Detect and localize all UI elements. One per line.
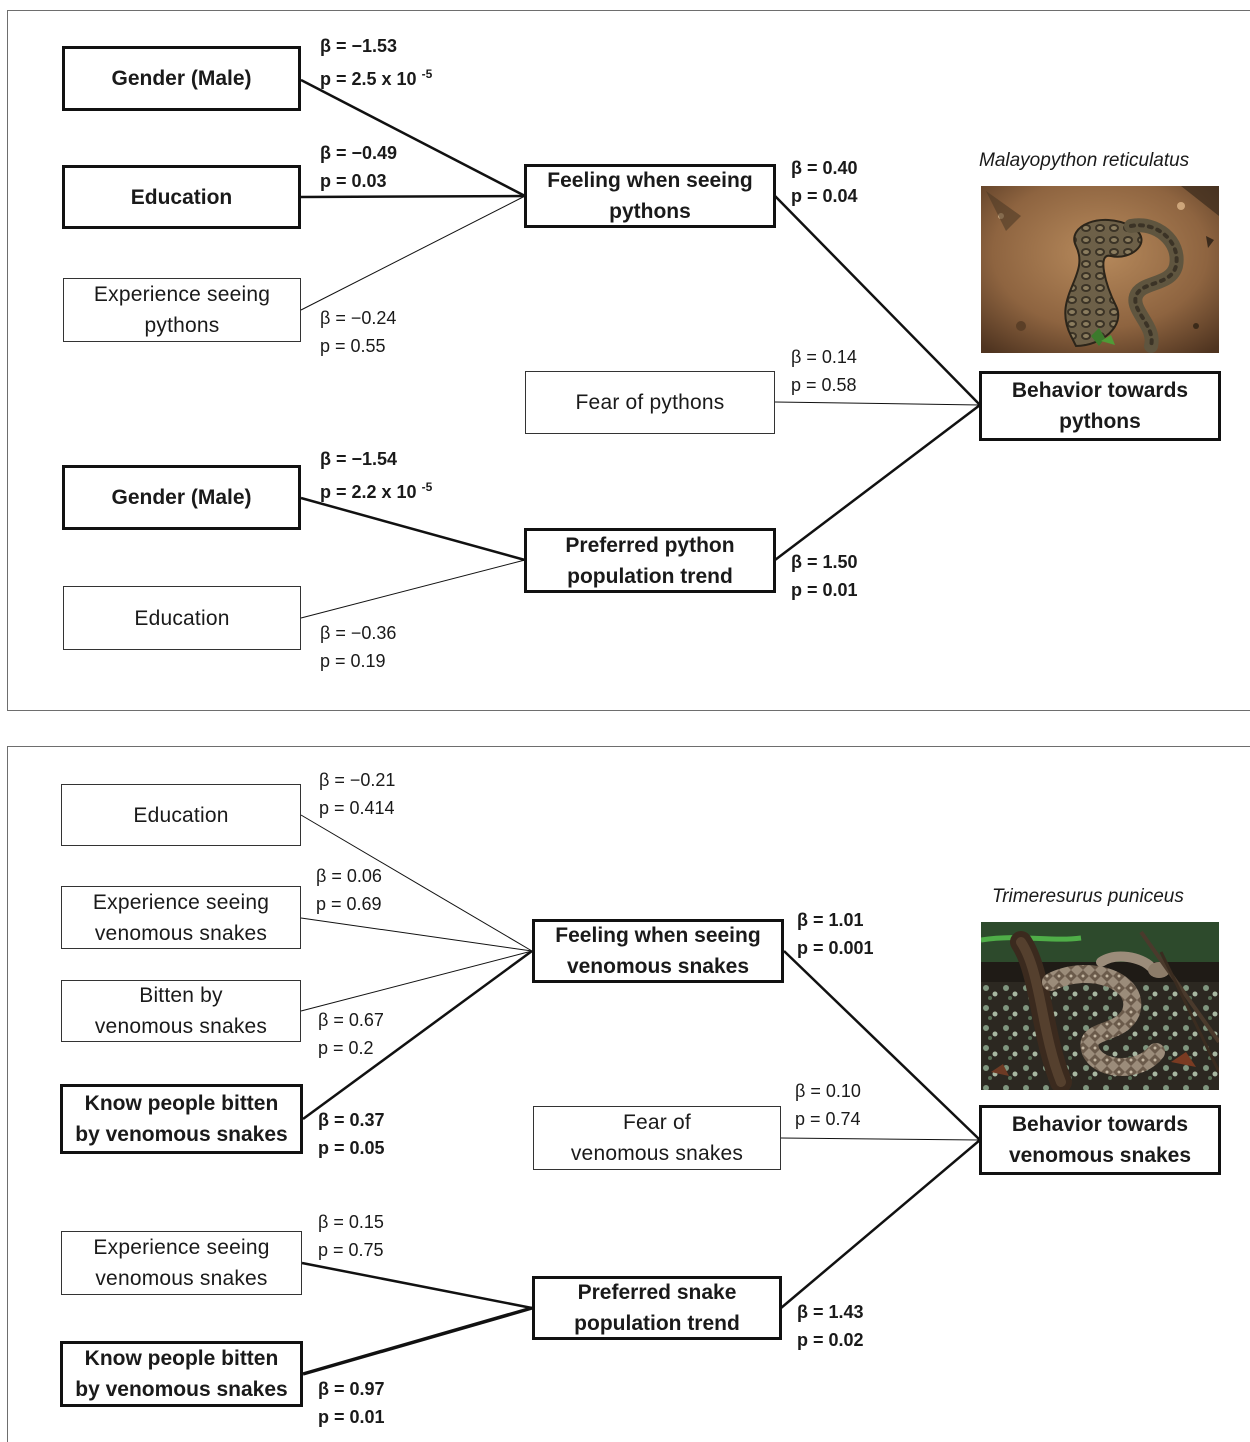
stat-fear: β = 0.14 p = 0.58: [791, 347, 857, 395]
stat-trend: β = 1.50 p = 0.01: [791, 552, 858, 600]
python-photo: [981, 186, 1219, 353]
species-name-python: Malayopython reticulatus: [979, 150, 1190, 171]
path-know2-to-trend: [302, 1306, 533, 1376]
path-trend-to-behavior-venomous: [780, 1139, 981, 1309]
experience-seeing-venomous-snakes-node: Experience seeing venomous snakes: [61, 886, 301, 949]
path-education1-to-feeling: [300, 194, 526, 199]
stat-gender-male-2-beta: β = −1.54: [320, 449, 398, 469]
experience-seeing-venomous-snakes-node-2: Experience seeing venomous snakes: [61, 1231, 302, 1295]
feeling-when-seeing-pythons-node: Feeling when seeing pythons: [524, 164, 776, 228]
stat-feeling-venomous: β = 1.01 p = 0.001: [797, 910, 874, 958]
stat-fear-venomous: β = 0.10 p = 0.74: [795, 1081, 861, 1129]
path-experience2-to-trend: [301, 1261, 533, 1310]
know-people-bitten-node: Know people bitten by venomous snakes: [60, 1084, 303, 1154]
bitten-by-venomous-snakes-node: Bitten by venomous snakes: [61, 980, 301, 1042]
python-photo-image: [981, 186, 1219, 353]
stat-gender-male: β = −1.53 p = 2.5 x 10 -5: [320, 32, 432, 93]
stat-education: β = −0.49 p = 0.03: [320, 143, 398, 191]
know-people-bitten-node-2: Know people bitten by venomous snakes: [60, 1341, 303, 1407]
stat-bitten: β = 0.67 p = 0.2: [318, 1010, 384, 1058]
path-know1-to-feeling: [302, 949, 533, 1121]
path-experience-to-feeling: [300, 195, 526, 311]
education-node-2: Education: [63, 586, 301, 650]
preferred-python-population-trend-node: Preferred python population trend: [524, 528, 776, 593]
path-fear-to-behavior: [774, 401, 981, 406]
path-gender1-to-feeling: [300, 78, 526, 198]
stat-gender-male-p-exponent: -5: [421, 67, 433, 81]
gender-male-node: Gender (Male): [62, 46, 301, 111]
venomous-snake-photo-image: [981, 922, 1219, 1090]
path-feeling-to-behavior: [774, 195, 981, 406]
stat-experience-venomous: β = 0.06 p = 0.69: [316, 866, 382, 914]
education-node: Education: [62, 165, 301, 229]
fear-of-pythons-node: Fear of pythons: [525, 371, 775, 434]
feeling-when-seeing-venomous-snakes-node: Feeling when seeing venomous snakes: [532, 919, 784, 983]
stat-know-people-bitten: β = 0.37 p = 0.05: [318, 1110, 385, 1158]
fear-of-venomous-snakes-node: Fear of venomous snakes: [533, 1106, 781, 1170]
stat-know-people-bitten-2: β = 0.97 p = 0.01: [318, 1379, 385, 1427]
behavior-towards-venomous-snakes-node: Behavior towards venomous snakes: [979, 1105, 1221, 1175]
stat-trend-venomous: β = 1.43 p = 0.02: [797, 1302, 864, 1350]
experience-seeing-pythons-node: Experience seeing pythons: [63, 278, 301, 342]
stat-gender-male-2-p: p = 2.2 x 10: [320, 482, 417, 502]
path-education2-to-trend: [300, 559, 526, 619]
stat-feeling: β = 0.40 p = 0.04: [791, 158, 858, 206]
stat-education-venomous: β = −0.21 p = 0.414: [319, 770, 396, 818]
gender-male-node-2: Gender (Male): [62, 465, 301, 530]
path-bitten-to-feeling: [300, 950, 533, 1012]
stat-experience-venomous-2: β = 0.15 p = 0.75: [318, 1212, 384, 1260]
education-node-venomous: Education: [61, 784, 301, 846]
stat-gender-male-beta: β = −1.53: [320, 36, 398, 56]
path-fear-to-behavior-venomous: [780, 1137, 981, 1141]
path-feeling-to-behavior-venomous: [783, 950, 981, 1141]
stat-gender-male-2: β = −1.54 p = 2.2 x 10 -5: [320, 445, 432, 506]
path-trend-to-behavior: [774, 404, 981, 561]
stat-education-2: β = −0.36 p = 0.19: [320, 623, 397, 671]
species-name-venomous: Trimeresurus puniceus: [992, 886, 1184, 907]
path-education-to-feeling: [300, 814, 533, 952]
path-experience1-to-feeling: [300, 917, 533, 952]
stat-gender-male-p: p = 2.5 x 10: [320, 69, 417, 89]
stat-experience: β = −0.24 p = 0.55: [320, 308, 397, 356]
preferred-snake-population-trend-node: Preferred snake population trend: [532, 1276, 782, 1340]
behavior-towards-pythons-node: Behavior towards pythons: [979, 371, 1221, 441]
stat-gender-male-2-p-exponent: -5: [421, 480, 433, 494]
venomous-snake-photo: [981, 922, 1219, 1090]
path-gender2-to-trend: [300, 496, 526, 562]
